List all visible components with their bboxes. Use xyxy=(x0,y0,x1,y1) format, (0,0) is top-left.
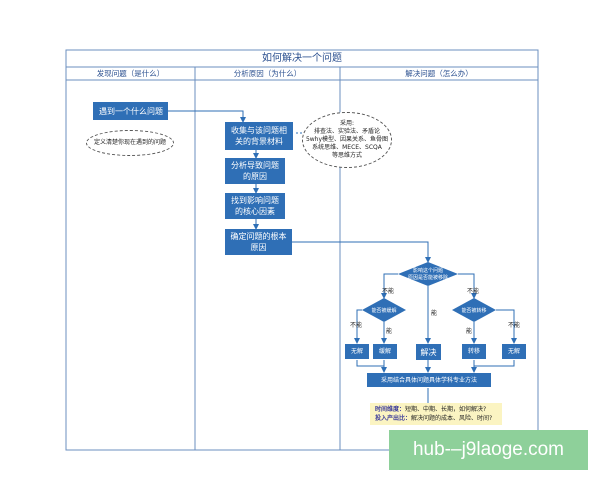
step-apply-domain-method: 采用结合具体问题具体学科专业方法 xyxy=(367,373,491,387)
branch-label-can-2: 能 xyxy=(386,328,393,335)
decision-removable-label: 影响这个问题 原因是否能被移除 xyxy=(407,268,448,281)
branch-label-cannot-2: 不能 xyxy=(467,288,480,295)
column-header-how: 解决问题（怎么办） xyxy=(405,69,473,78)
considerations-note: 时间维度：短期、中期、长期，如何解决? 投入产出比：解决问题的成本、风险、时间? xyxy=(370,403,502,425)
methods-head: 采用: xyxy=(339,120,355,127)
decision-removable xyxy=(398,262,458,286)
note-roi-label: 投入产出比： xyxy=(375,415,412,422)
decision-mitigate xyxy=(362,298,406,322)
decision-transfer xyxy=(452,298,496,322)
note-define-problem: 定义清楚你现在遇到的问题 xyxy=(86,130,174,156)
note-time-text: 短期、中期、长期，如何解决? xyxy=(405,406,487,413)
step-collect-background: 收集与该问题相关的背景材料 xyxy=(225,122,293,150)
step-analyze-causes: 分析导致问题的原因 xyxy=(225,158,285,184)
watermark: hub-–j9laoge.com xyxy=(389,430,588,470)
note-time-label: 时间维度： xyxy=(375,406,406,413)
outcome-transfer: 转移 xyxy=(462,344,486,359)
step-encounter-problem: 遇到一个什么问题 xyxy=(93,102,168,120)
step-root-cause: 确定问题的根本原因 xyxy=(225,229,292,255)
outcome-mitigate: 缓解 xyxy=(373,344,397,359)
branch-label-cannot-4: 不能 xyxy=(508,322,521,329)
note-roi-text: 解决问题的成本、风险、时间? xyxy=(411,415,493,422)
column-header-why: 分析原因（为什么） xyxy=(233,69,302,78)
connectors xyxy=(168,110,517,403)
methods-ellipse: 采用: 排查法、实验法、矛盾论 5why模型、因果关系、鱼骨图 系统思维、MEC… xyxy=(302,112,392,168)
decision-transfer-label: 能否被转移 xyxy=(461,308,487,314)
methods-body: 排查法、实验法、矛盾论 5why模型、因果关系、鱼骨图 系统思维、MECE、SC… xyxy=(305,128,389,159)
decision-mitigate-label: 能否被缓解 xyxy=(371,308,397,314)
branch-label-can-1: 能 xyxy=(431,310,438,317)
decision-shapes xyxy=(362,262,496,322)
step-find-core-factors: 找到影响问题的核心因素 xyxy=(225,193,285,219)
column-header-what: 发现问题（是什么） xyxy=(96,69,165,78)
branch-label-cannot-3: 不能 xyxy=(350,322,363,329)
diagram-title: 如何解决一个问题 xyxy=(262,53,342,64)
branch-label-can-3: 能 xyxy=(466,328,473,335)
branch-label-cannot-1: 不能 xyxy=(382,288,395,295)
note-roi-row: 投入产出比：解决问题的成本、风险、时间? xyxy=(375,414,497,423)
outcome-unsolvable-1: 无解 xyxy=(345,344,369,359)
outcome-solve: 解决 xyxy=(416,344,441,360)
outcome-unsolvable-2: 无解 xyxy=(502,344,526,359)
note-time-row: 时间维度：短期、中期、长期，如何解决? xyxy=(375,405,497,414)
